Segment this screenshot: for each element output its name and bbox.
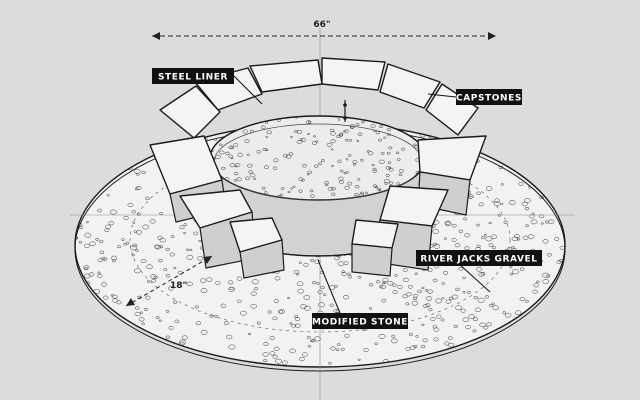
diameter-dimension: 66": [152, 20, 496, 40]
width-label: 18": [170, 281, 187, 291]
diameter-label: 66": [313, 20, 330, 30]
svg-text:STEEL LINER: STEEL LINER: [158, 73, 228, 83]
svg-text:CAPSTONES: CAPSTONES: [456, 94, 522, 104]
label-river-jacks-gravel: RIVER JACKS GRAVEL: [416, 250, 542, 293]
label-steel-liner: STEEL LINER: [152, 68, 263, 105]
label-modified-stone: MODIFIED STONE: [312, 259, 408, 329]
svg-text:MODIFIED STONE: MODIFIED STONE: [312, 318, 408, 328]
label-capstones: CAPSTONES: [427, 89, 522, 105]
front-capstones: [149, 135, 487, 279]
width-dimension: 18": [125, 255, 213, 307]
back-capstones: [159, 57, 479, 139]
svg-text:RIVER JACKS GRAVEL: RIVER JACKS GRAVEL: [420, 255, 537, 265]
